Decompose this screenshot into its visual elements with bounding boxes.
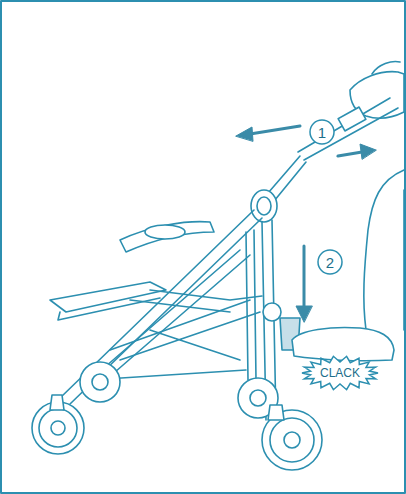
hinge-inner <box>257 197 271 215</box>
footrest <box>50 282 166 312</box>
leg-back <box>403 190 405 330</box>
arrow-head <box>296 306 312 322</box>
wheel-rim <box>39 409 77 447</box>
rear-joint <box>263 303 281 321</box>
rear-leg-far <box>246 230 256 380</box>
outline-shape <box>310 120 334 144</box>
wheel-hub <box>250 390 266 406</box>
callout-text: 2 <box>326 255 334 270</box>
wheel-hub <box>92 374 108 390</box>
outline-shape <box>302 356 378 389</box>
arrow-head <box>360 144 376 159</box>
arrow-head <box>236 127 253 141</box>
callout-text: 1 <box>318 125 326 140</box>
seat-bumper <box>120 222 214 252</box>
hinge <box>251 190 277 222</box>
front-frame-far <box>90 250 250 385</box>
bumper-pad <box>145 225 185 239</box>
shoe <box>292 328 394 361</box>
sound-text: CLACK <box>320 367 360 379</box>
callout-number: 2 <box>317 249 343 275</box>
arrow-shaft <box>303 246 306 308</box>
callout-number: 1 <box>309 119 335 145</box>
handle-bar <box>298 98 398 160</box>
seat-frame <box>130 290 262 312</box>
wheel <box>80 362 120 402</box>
outline-shape <box>318 250 342 274</box>
arrow-shaft <box>250 126 300 134</box>
motion-arrows <box>236 126 376 322</box>
wheel-hub <box>51 421 65 435</box>
handle-grip <box>338 107 366 131</box>
wheel-fork <box>50 395 64 410</box>
wheel-rim <box>270 418 314 462</box>
wheel-fork <box>268 405 284 420</box>
cross-strut <box>90 300 260 380</box>
hand-finger <box>372 62 400 75</box>
wheel-hub <box>284 432 300 448</box>
sound-burst: CLACK <box>301 355 379 391</box>
arrow-shaft <box>338 152 362 156</box>
leg <box>364 170 404 330</box>
